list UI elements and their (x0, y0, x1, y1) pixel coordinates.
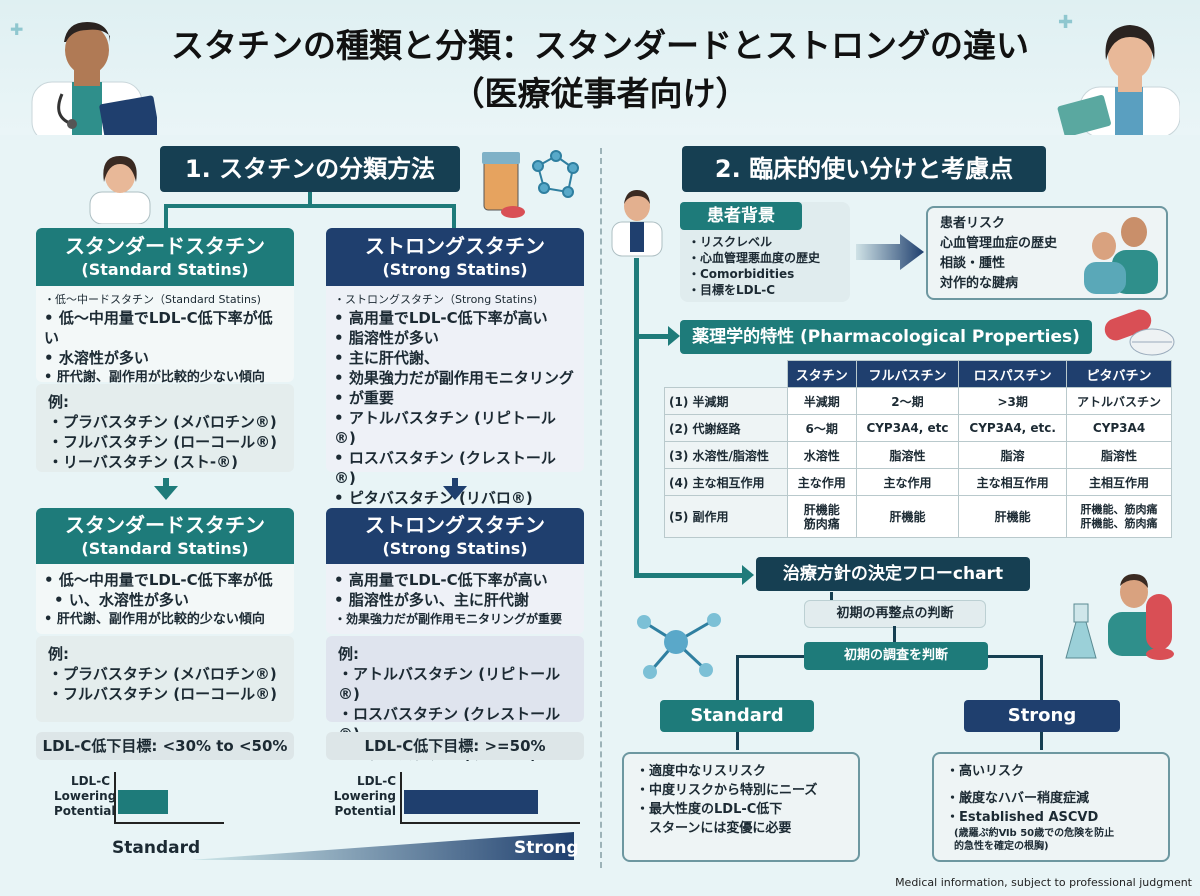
arrow-down-icon (443, 486, 467, 500)
plus-icon: ✚ (1058, 12, 1074, 33)
section1-title: 1. スタチンの分類方法 (160, 146, 460, 192)
strong-bullets: 高用量でLDL-C低下率が高い 脂溶性が多い 主に肝代謝、 効果強力だが副作用モ… (334, 308, 576, 508)
flow-strong-box: ・高いリスク ・厳度なハバー稍度症減 ・Established ASCVD (歳… (932, 752, 1170, 862)
pharma-table: スタチン フルバスチン ロスパスチン ピタバチン (1) 半減期 半減期 2～期… (664, 360, 1172, 538)
doctor-male-small-illustration (611, 190, 663, 257)
plus-icon: ✚ (10, 20, 24, 39)
page-title: スタチンの種類と分類：スタンダードとストロングの違い （医療従事者向け） (171, 26, 1029, 113)
section-divider (600, 148, 602, 868)
standard2-card-body: 低～中用量でLDL-C低下率が低 い、水溶性が多い 肝代謝、副作用が比較的少ない… (36, 564, 294, 634)
pill-bottle-molecule-icon (482, 150, 579, 218)
connector-line (308, 192, 312, 206)
patient-background-title: 患者背景 (680, 202, 802, 230)
table-header: スタチン (786, 360, 857, 388)
flow-standard-box: ・適度中なリスリスク ・中度リスクから特別にニーズ ・最大性度のLDL-C低下 … (622, 752, 860, 862)
flow-line (830, 592, 833, 602)
pharma-title: 薬理学的特性 (Pharmacological Properties) (680, 320, 1092, 354)
doctor-female-small-illustration (89, 156, 151, 224)
table-row: (2) 代謝経路 6～期 CYP3A4, etc CYP3A4, etc. CY… (664, 414, 1172, 442)
connector-line (452, 204, 456, 228)
flow-step1: 初期の再整点の判断 (804, 600, 986, 628)
axis-standard-label: Standard (112, 838, 201, 858)
flow-line (736, 655, 739, 701)
standard-bar (118, 790, 168, 814)
molecule-icon (637, 613, 721, 679)
patients-illustration (1084, 217, 1158, 294)
bar-axis (400, 822, 580, 824)
table-row: (4) 主な相互作用 主な作用 主な作用 主な相互作用 主相互作用 (664, 468, 1172, 496)
flow-line (1040, 655, 1043, 701)
patient-background-list: ・リスクレベル ・心血管理悪血度の歴史 ・Comorbidities ・目標をL… (688, 235, 821, 297)
table-row: (5) 副作用 肝機能 筋肉痛 肝機能 肝機能 肝機能、筋肉痛 肝機能、筋肉痛 (664, 495, 1172, 538)
bar-axis (114, 772, 116, 824)
bar-axis (400, 772, 402, 824)
axis-strong-label: Strong (514, 838, 579, 858)
flow-line (988, 655, 1043, 658)
doctor-male-illustration (31, 22, 157, 135)
strong2-examples: 例: ・アトルバスタチン (リピトール®) ・ロスバスタチン (クレストール®)… (326, 636, 584, 763)
header-banner (0, 0, 1200, 135)
strong-bar (404, 790, 538, 814)
strong-card-header: ストロングスタチン (Strong Statins) (326, 228, 584, 286)
potency-gradient-wedge (190, 832, 574, 860)
arrow-right-icon (742, 565, 754, 585)
standard-card-header: スタンダードスタチン (Standard Statins) (36, 228, 294, 286)
arrow-down-icon (452, 478, 458, 488)
flow-title: 治療方針の決定フローchart (756, 557, 1030, 591)
flow-line (634, 573, 744, 578)
flow-line (736, 732, 739, 750)
strong-card-body: ・ストロングスタチン（Strong Statins) 高用量でLDL-C低下率が… (326, 286, 584, 507)
table-header: ピタバチン (1066, 360, 1172, 388)
table-row: (1) 半減期 半減期 2～期 >3期 アトルバスチン (664, 387, 1172, 415)
flow-standard-tag: Standard (660, 700, 814, 732)
capsule-pill-icon (1104, 309, 1175, 356)
connector-line (164, 204, 456, 208)
flow-line (634, 334, 670, 339)
standard-card-body: ・低～中ードスタチン（Standard Statins) 低～中用量でLDL-C… (36, 286, 294, 385)
connector-line (164, 204, 168, 228)
arrow-right-icon (856, 234, 924, 270)
table-header: フルバスチン (855, 360, 960, 388)
strong2-card-body: 高用量でLDL-C低下率が高い 脂溶性が多い、主に肝代謝 ・効果強力だが副作用モ… (326, 564, 584, 634)
scientist-illustration (1065, 574, 1174, 660)
strong-target: LDL-C低下目標: >=50% (326, 732, 584, 760)
doctor-female-illustration (1057, 25, 1180, 135)
flow-strong-tag: Strong (964, 700, 1120, 732)
standard2-examples: 例: ・プラバスタチン (メバロチン®) ・フルバスタチン (ローコール®) (36, 636, 294, 722)
flow-line (1040, 732, 1043, 750)
arrow-down-icon (163, 478, 169, 488)
flow-line (634, 258, 639, 578)
strong2-card-header: ストロングスタチン (Strong Statins) (326, 508, 584, 564)
arrow-right-icon (668, 326, 680, 346)
flow-line (736, 655, 804, 658)
standard2-card-header: スタンダードスタチン (Standard Statins) (36, 508, 294, 564)
section2-title: 2. 臨床的使い分けと考慮点 (682, 146, 1046, 192)
flow-step2: 初期の調査を判断 (804, 642, 988, 670)
standard-examples: 例: ・プラバスタチン (メバロチン®) ・フルバスタチン (ローコール®) ・… (36, 384, 294, 472)
standard-target: LDL-C低下目標: <30% to <50% (36, 732, 294, 760)
flow-line (893, 626, 896, 642)
standard-bullets: 低～中用量でLDL-C低下率が低い 水溶性が多い 肝代謝、副作用が比較的少ない傾… (44, 308, 286, 388)
bar-axis (114, 822, 224, 824)
table-header: ロスパスチン (958, 360, 1068, 388)
arrow-down-icon (154, 486, 178, 500)
footer-disclaimer: Medical information, subject to professi… (895, 876, 1192, 889)
table-row: (3) 水溶性/脂溶性 水溶性 脂溶性 脂溶 脂溶性 (664, 441, 1172, 469)
